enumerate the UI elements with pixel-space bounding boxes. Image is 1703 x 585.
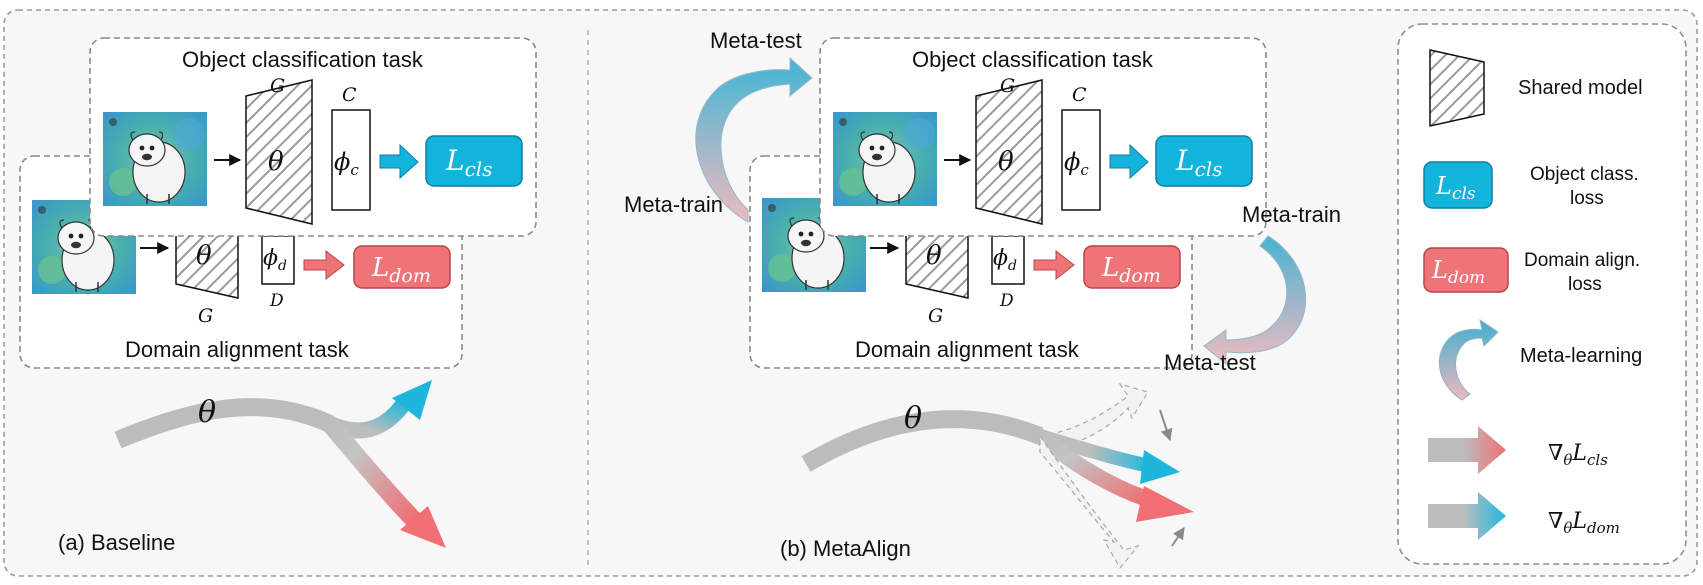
- meta-arrow-left: [695, 56, 813, 223]
- grad-branch-red-a: [323, 418, 421, 527]
- legend-grad-cls-icon: [1428, 426, 1506, 474]
- phi-c-box-b: [1061, 109, 1101, 211]
- meta-test-top-label: Meta-test: [710, 28, 802, 53]
- arrow-red-to-ldom-b: [1033, 249, 1075, 281]
- arrow-cyan-to-lcls-b: [1109, 143, 1149, 180]
- grad-dashed-up-b: [1039, 382, 1149, 451]
- grad-shift-arrow-up-b: [1159, 409, 1173, 442]
- theta-label-cls-b: θ: [998, 147, 1014, 177]
- theta-path-a: [114, 398, 334, 449]
- phi-c-box: [331, 109, 371, 211]
- legend-grad-cls-label: ∇θLcls: [1548, 441, 1608, 469]
- phi-d-box: [261, 235, 295, 285]
- theta-label-cls: θ: [268, 147, 284, 177]
- module-label-D-b: D: [999, 291, 1014, 311]
- meta-train-right-label: Meta-train: [1242, 202, 1341, 227]
- panel-metaalign: θ G ϕd D Ldom Domain alignment task Obje…: [624, 28, 1341, 570]
- domain-task-title: Domain alignment task: [125, 337, 350, 362]
- theta-label-domain-b: θ: [926, 241, 942, 271]
- legend-cls-loss-line2: loss: [1570, 188, 1604, 209]
- shared-model-G-cls-b: [975, 79, 1043, 225]
- module-label-D: D: [269, 291, 284, 311]
- grad-branch-red-b: [1034, 429, 1153, 508]
- legend-meta-learning-icon: [1438, 318, 1499, 401]
- meta-train-left-label: Meta-train: [624, 192, 723, 217]
- loss-cls-box: [425, 135, 523, 187]
- module-label-C-b: C: [1072, 84, 1087, 106]
- arrow-red-to-ldom: [303, 249, 345, 281]
- legend-dom-loss-icon: [1423, 247, 1509, 293]
- input-image-cls: [102, 111, 208, 207]
- module-label-C: C: [342, 84, 357, 106]
- legend-dom-loss-line2: loss: [1568, 274, 1602, 295]
- theta-path-label-a: θ: [198, 395, 216, 430]
- meta-arrow-right: [1203, 235, 1307, 366]
- legend-shared-model-icon: [1429, 49, 1485, 127]
- legend-dom-loss-line1: Domain align.: [1524, 250, 1640, 271]
- legend-grad-dom-label: ∇θLdom: [1548, 509, 1620, 537]
- domain-task-title-b: Domain alignment task: [855, 337, 1080, 362]
- meta-test-bottom-label: Meta-test: [1164, 350, 1256, 375]
- panel-baseline: θ G ϕd D Ldom Domain alignment task Obje…: [19, 37, 537, 555]
- legend: Shared model Lcls Object class. loss Ldo…: [1423, 49, 1643, 540]
- caption-baseline: (a) Baseline: [58, 530, 175, 555]
- grad-dashed-down-b: [1039, 434, 1140, 570]
- grad-head-red-b: [1136, 486, 1194, 522]
- loss-cls-box-b: [1155, 135, 1253, 187]
- cls-task-title-b: Object classification task: [912, 47, 1154, 72]
- caption-metaalign: (b) MetaAlign: [780, 536, 911, 561]
- module-label-G-top-b: G: [1000, 75, 1015, 97]
- legend-frame: [1397, 23, 1687, 565]
- grad-head-cyan-b: [1140, 450, 1180, 484]
- shared-model-G-cls: [245, 79, 313, 225]
- grad-head-cyan-a: [392, 380, 432, 420]
- loss-dom-box: [353, 245, 451, 289]
- legend-grad-dom-icon: [1428, 492, 1506, 540]
- cls-task-title: Object classification task: [182, 47, 424, 72]
- module-label-G-bottom: G: [198, 305, 213, 327]
- theta-label-domain: θ: [196, 241, 212, 271]
- legend-cls-loss-line1: Object class.: [1530, 164, 1639, 185]
- loss-dom-box-b: [1083, 245, 1181, 289]
- module-label-G-top: G: [270, 75, 285, 97]
- module-label-G-bottom-b: G: [928, 305, 943, 327]
- arrow-cyan-to-lcls: [379, 143, 419, 180]
- grad-shift-arrow-down-b: [1171, 527, 1185, 547]
- legend-meta-learning-label: Meta-learning: [1520, 345, 1642, 367]
- legend-shared-model-label: Shared model: [1518, 77, 1643, 99]
- legend-cls-loss-icon: [1423, 161, 1493, 209]
- theta-path-label-b: θ: [904, 401, 922, 436]
- grad-head-red-a: [400, 506, 446, 548]
- theta-path-b: [801, 410, 1044, 472]
- input-image-cls-b: [832, 111, 938, 207]
